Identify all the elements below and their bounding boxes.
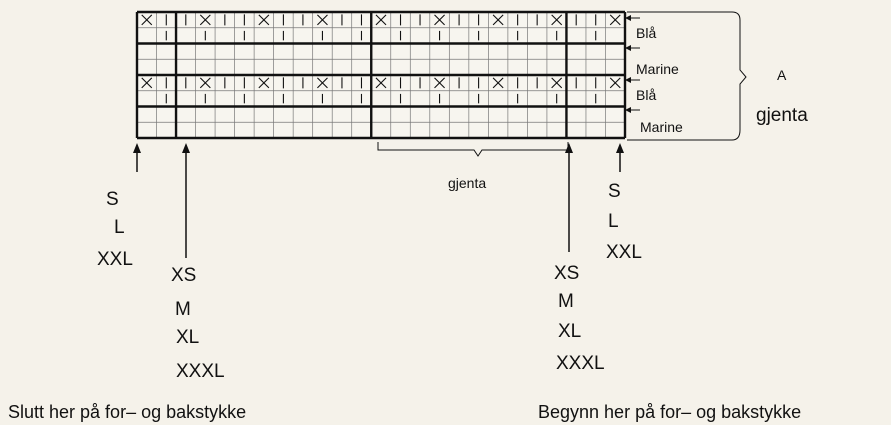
- stitch-cross: [258, 77, 270, 89]
- left-size-xl: XL: [176, 327, 200, 348]
- repeat-label-side: gjenta: [756, 105, 808, 126]
- stitch-cross: [492, 77, 504, 89]
- stitch-cross: [434, 77, 445, 89]
- arrow-left-s: [133, 143, 141, 172]
- right-size-xxl: XXL: [606, 242, 642, 263]
- stitch-cross: [434, 14, 445, 26]
- arrow-right-s: [616, 143, 624, 172]
- stitch-cross: [258, 14, 270, 26]
- stitch-cross: [551, 77, 563, 89]
- left-size-l: L: [114, 217, 125, 238]
- stitch-cross: [317, 14, 328, 26]
- stitch-cross: [375, 77, 387, 89]
- stitch-cross: [317, 77, 328, 89]
- right-size-s: S: [608, 181, 621, 202]
- left-size-xs: XS: [171, 265, 197, 286]
- stitch-cross: [199, 14, 211, 26]
- stitch-cross: [199, 77, 211, 89]
- stitch-cross: [141, 14, 153, 26]
- row-label-bla-1: Blå: [636, 25, 657, 41]
- left-size-s: S: [106, 189, 119, 210]
- group-label-a: A: [777, 67, 787, 83]
- arrow-right-xs: [565, 143, 573, 252]
- stitch-cross: [609, 77, 621, 89]
- row-arrow-1: [625, 15, 640, 21]
- right-size-xl: XL: [558, 321, 582, 342]
- arrow-left-xs: [182, 143, 190, 258]
- row-arrow-4: [625, 107, 640, 113]
- footer-end-here: Slutt her på for– og bakstykke: [8, 402, 247, 422]
- footer-begin-here: Begynn her på for– og bakstykke: [538, 402, 802, 422]
- repeat-brace-bottom: [377, 142, 569, 157]
- stitch-cross: [141, 77, 153, 89]
- row-arrow-2: [625, 45, 640, 51]
- right-size-xxxl: XXXL: [556, 353, 605, 374]
- left-size-xxl: XXL: [97, 249, 133, 270]
- right-size-xs: XS: [554, 263, 580, 284]
- left-size-m: M: [175, 299, 191, 320]
- repeat-label-bottom: gjenta: [448, 175, 487, 191]
- right-size-m: M: [558, 291, 574, 312]
- stitch-cross: [551, 14, 563, 26]
- stitch-cross: [609, 14, 621, 26]
- row-label-bla-2: Blå: [636, 87, 657, 103]
- stitch-cross: [492, 14, 504, 26]
- row-label-marine-2: Marine: [640, 119, 683, 135]
- row-label-marine-1: Marine: [636, 61, 679, 77]
- left-size-xxxl: XXXL: [176, 361, 225, 382]
- right-size-l: L: [608, 211, 619, 232]
- stitch-cross: [375, 14, 387, 26]
- row-arrow-3: [625, 77, 640, 83]
- repeat-brace-right: [627, 11, 747, 141]
